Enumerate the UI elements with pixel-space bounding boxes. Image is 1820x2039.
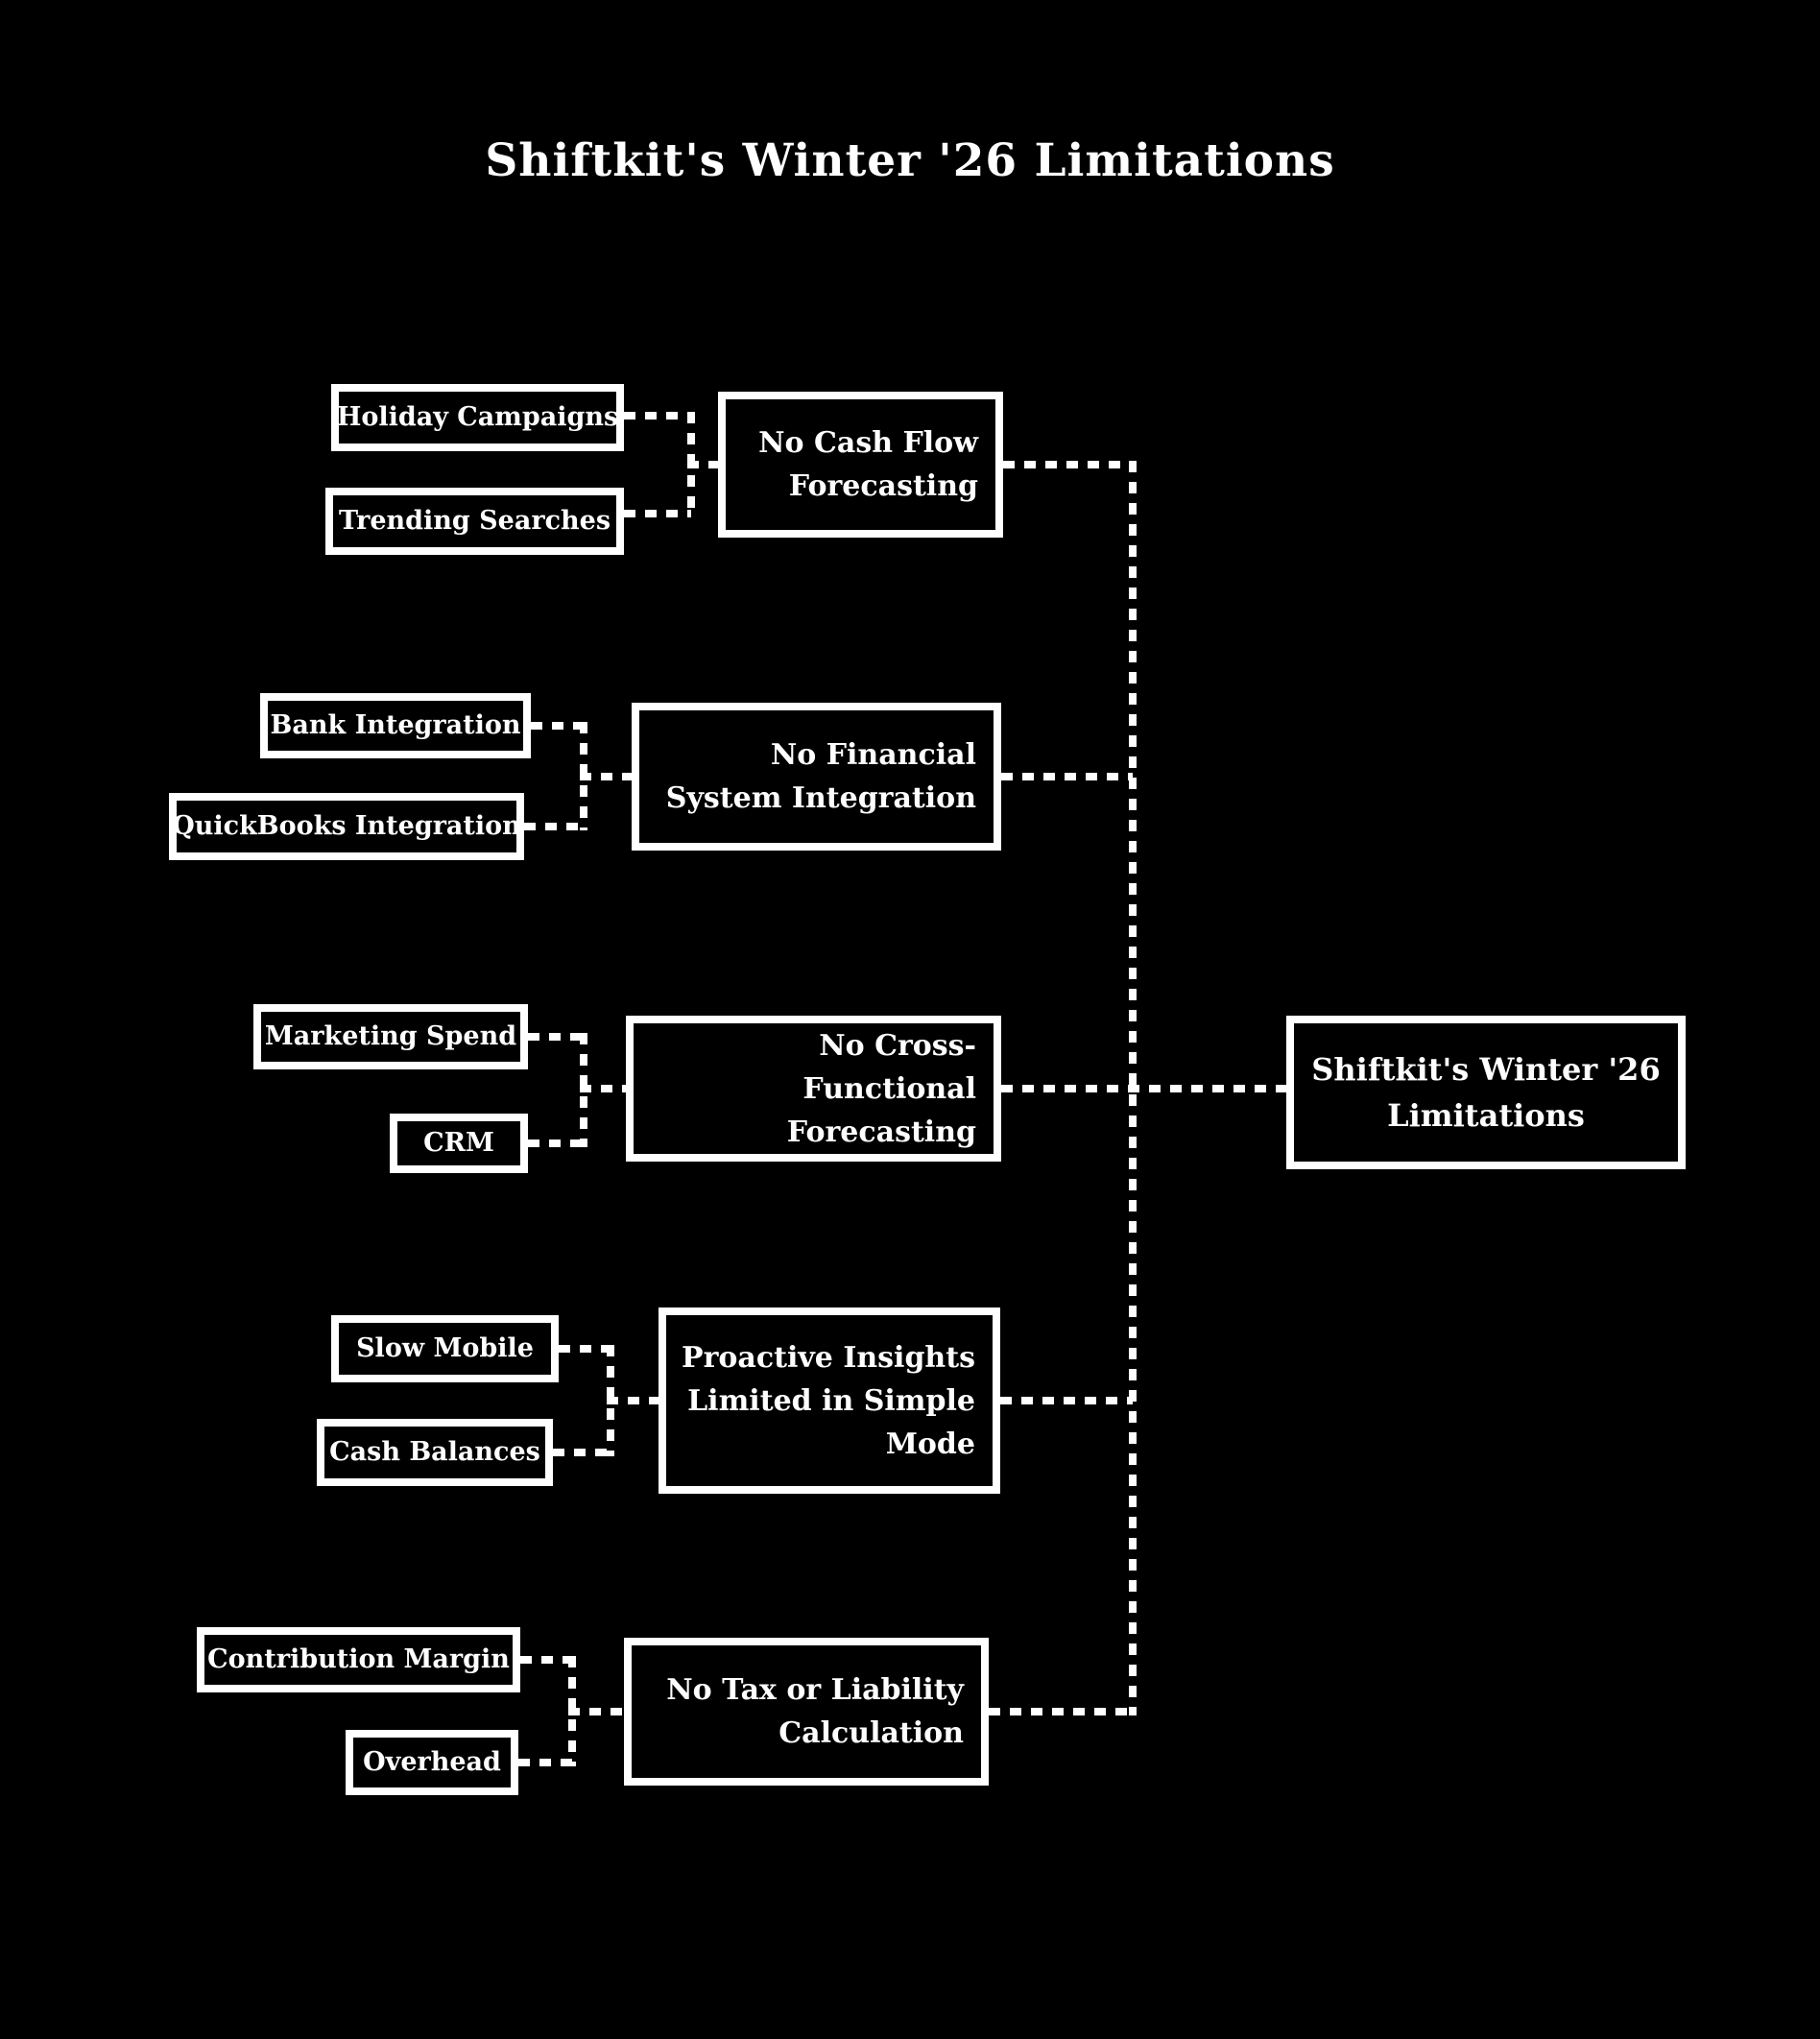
edge-group3-into-mid xyxy=(580,1085,626,1092)
edge-group2-into-mid xyxy=(580,773,632,780)
edge-overhead-stub xyxy=(518,1759,572,1766)
edge-contribution-margin-stub xyxy=(520,1656,572,1664)
edge-trending-searches-stub xyxy=(624,510,691,517)
edge-quickbooks-stub xyxy=(524,823,584,830)
edge-bank-integration-stub xyxy=(531,722,584,730)
edge-group5-into-mid xyxy=(568,1708,624,1715)
node-overhead: Overhead xyxy=(346,1730,518,1795)
node-no-tax-liability-calculation: No Tax or Liability Calculation xyxy=(624,1638,989,1786)
node-crm: CRM xyxy=(390,1114,528,1173)
edge-insights-to-trunk xyxy=(1000,1397,1133,1404)
node-bank-integration: Bank Integration xyxy=(260,693,531,758)
node-no-cash-flow-forecasting: No Cash Flow Forecasting xyxy=(718,392,1003,538)
node-slow-mobile: Slow Mobile xyxy=(331,1315,559,1382)
node-quickbooks-integration: QuickBooks Integration xyxy=(169,793,524,860)
edge-crossfunctional-to-root xyxy=(1001,1085,1286,1092)
node-no-financial-system-integration: No Financial System Integration xyxy=(632,703,1001,851)
node-holiday-campaigns: Holiday Campaigns xyxy=(331,384,624,451)
edge-trunk-vertical xyxy=(1129,461,1137,1715)
edge-crm-stub xyxy=(528,1139,584,1147)
diagram-title: Shiftkit's Winter '26 Limitations xyxy=(485,134,1335,187)
edge-group1-into-mid xyxy=(687,461,718,468)
edge-holiday-campaigns-stub xyxy=(624,412,691,420)
node-winter-26-limitations: Shiftkit's Winter '26 Limitations xyxy=(1286,1016,1686,1169)
edge-marketing-spend-stub xyxy=(528,1033,584,1041)
edge-slow-mobile-stub xyxy=(559,1345,611,1353)
edge-cash-balances-stub xyxy=(553,1449,611,1456)
node-insights-limited: Proactive Insights Limited in Simple Mod… xyxy=(659,1307,1000,1494)
node-trending-searches: Trending Searches xyxy=(325,488,624,555)
node-contribution-margin: Contribution Margin xyxy=(197,1627,520,1692)
edge-tax-to-trunk xyxy=(989,1708,1133,1715)
node-cash-balances: Cash Balances xyxy=(317,1419,553,1486)
edge-cashflow-to-trunk xyxy=(1003,461,1133,468)
edge-financial-to-trunk xyxy=(1001,773,1133,780)
node-marketing-spend: Marketing Spend xyxy=(253,1004,528,1069)
edge-group4-into-mid xyxy=(607,1397,659,1404)
node-no-cross-functional-forecasting: No Cross-Functional Forecasting xyxy=(626,1016,1001,1162)
